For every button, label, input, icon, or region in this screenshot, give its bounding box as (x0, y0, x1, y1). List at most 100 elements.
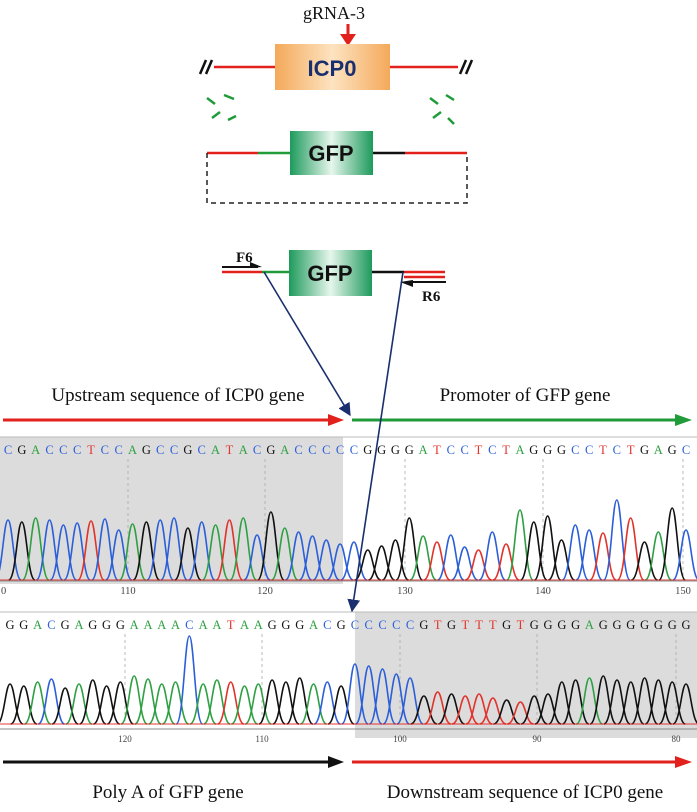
base-call: A (212, 618, 221, 632)
trace-peak (589, 532, 617, 581)
base-call: G (88, 618, 97, 632)
base-call: A (33, 618, 42, 632)
trace-peak (118, 523, 147, 581)
trace-peak (396, 677, 424, 725)
base-call: C (4, 443, 12, 457)
trace-peak (35, 519, 64, 581)
base-call: A (31, 443, 40, 457)
trace-peak (464, 549, 492, 581)
base-call: G (281, 618, 290, 632)
base-call: G (405, 443, 414, 457)
icp0-box (275, 44, 390, 90)
base-call: C (156, 443, 164, 457)
trace-peak (93, 685, 121, 725)
base-call: C (253, 443, 261, 457)
trace-peak (65, 683, 93, 725)
trace-peak (589, 675, 618, 725)
trace-peak (160, 517, 188, 581)
trace-peak (354, 549, 382, 581)
primer-r-label: R6 (422, 289, 441, 305)
tick-label: 110 (255, 734, 269, 744)
trace-peak (493, 699, 521, 725)
trace-peak (520, 695, 548, 725)
trace-peak (24, 681, 52, 725)
base-call: G (116, 618, 125, 632)
polya-label: Poly A of GFP gene (92, 782, 243, 803)
trace-peak (203, 679, 231, 725)
trace-peak (298, 535, 327, 581)
trace-peak (134, 678, 162, 725)
base-call: G (183, 443, 192, 457)
trace-peak (438, 693, 465, 725)
primer-f-label: F6 (236, 250, 253, 266)
trace-peak (354, 665, 383, 725)
base-call: C (585, 443, 593, 457)
base-call: A (254, 618, 263, 632)
trace-peak (561, 524, 590, 581)
base-call: G (599, 618, 608, 632)
trace-peak (77, 520, 105, 581)
base-call: C (59, 443, 67, 457)
junction-pointer-lower (347, 271, 404, 613)
plasmid-backbone (206, 153, 468, 204)
base-call: C (351, 618, 359, 632)
base-call: C (294, 443, 302, 457)
trace-peak (465, 693, 493, 725)
base-call: A (654, 443, 663, 457)
recombination-left-icon (206, 93, 237, 122)
base-call: C (336, 443, 344, 457)
base-call: A (211, 443, 220, 457)
base-call: A (171, 618, 180, 632)
base-call: T (517, 618, 525, 632)
trace-peak (327, 685, 355, 725)
base-call: G (377, 443, 386, 457)
trace-peak (451, 546, 479, 581)
trace-peak (451, 695, 479, 725)
trace-peak (243, 534, 271, 581)
base-call: T (475, 618, 483, 632)
base-call: G (337, 618, 346, 632)
trace-peak (326, 543, 354, 581)
base-call: A (240, 618, 249, 632)
base-call: G (543, 443, 552, 457)
base-call: A (239, 443, 248, 457)
trace-peak (175, 635, 204, 725)
tick-label: 120 (118, 734, 132, 744)
base-call: T (461, 618, 469, 632)
icp0-locus: gRNA-3 ICP0 (198, 3, 474, 90)
base-call: A (309, 618, 318, 632)
trace-peak (603, 679, 631, 725)
base-call: A (157, 618, 166, 632)
base-call: C (613, 443, 621, 457)
trace-peak (120, 675, 149, 725)
trace-peak (285, 677, 314, 725)
trace-peak (368, 668, 397, 725)
grna-label: gRNA-3 (303, 3, 365, 23)
gfp-label-donor: GFP (308, 141, 353, 166)
tick-label: 110 (120, 586, 135, 597)
base-call: G (681, 618, 690, 632)
trace-peak (519, 521, 548, 581)
trace-peak (575, 529, 604, 581)
base-call: C (682, 443, 690, 457)
trace-peak (132, 521, 161, 581)
base-call: C (571, 443, 579, 457)
trace-peak (630, 541, 659, 581)
base-call: C (47, 618, 55, 632)
base-call: A (280, 443, 289, 457)
trace-peak (7, 521, 36, 581)
trace-peak (230, 685, 259, 725)
base-call: G (613, 618, 622, 632)
trace-peak (630, 677, 659, 725)
base-call: G (419, 618, 428, 632)
recombination-right-icon (429, 93, 455, 125)
trace-peak (258, 679, 287, 725)
base-call: T (433, 443, 441, 457)
tick-label: 130 (397, 586, 413, 597)
base-call: A (199, 618, 208, 632)
base-call: A (128, 443, 137, 457)
trace-peak (21, 517, 50, 581)
trace-peak (548, 681, 576, 725)
base-call: G (544, 618, 553, 632)
upstream-arrow (3, 414, 344, 426)
